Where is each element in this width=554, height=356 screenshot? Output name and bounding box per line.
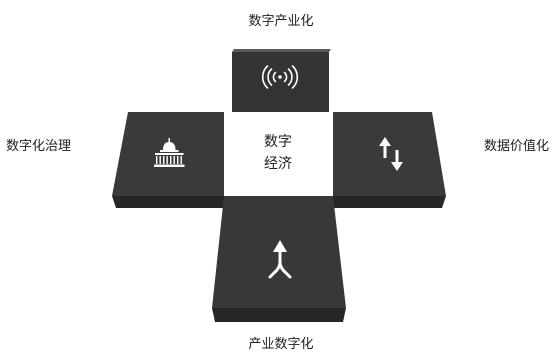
- left-panel-front: [112, 196, 224, 208]
- center-label-line2: 经济: [264, 156, 292, 172]
- top-panel: [232, 49, 331, 112]
- left-panel: [112, 112, 224, 208]
- merge-arrow-icon: [268, 240, 292, 279]
- top-label: 数字产业化: [248, 14, 313, 29]
- top-panel-edge: [232, 49, 331, 52]
- center-label-line1: 数字: [264, 134, 292, 150]
- up-down-arrows-icon: [379, 137, 403, 171]
- top-panel-face: [232, 52, 329, 112]
- right-label: 数据价值化: [484, 138, 549, 154]
- bottom-panel-front: [212, 308, 346, 322]
- left-label: 数字化治理: [6, 139, 71, 154]
- bottom-label: 产业数字化: [248, 337, 313, 352]
- right-panel: [333, 112, 446, 208]
- broadcast-signal-icon: [261, 65, 299, 89]
- center-square: [224, 112, 333, 196]
- capitol-building-icon: [154, 138, 185, 167]
- right-panel-face: [333, 112, 446, 196]
- right-panel-front: [333, 196, 446, 208]
